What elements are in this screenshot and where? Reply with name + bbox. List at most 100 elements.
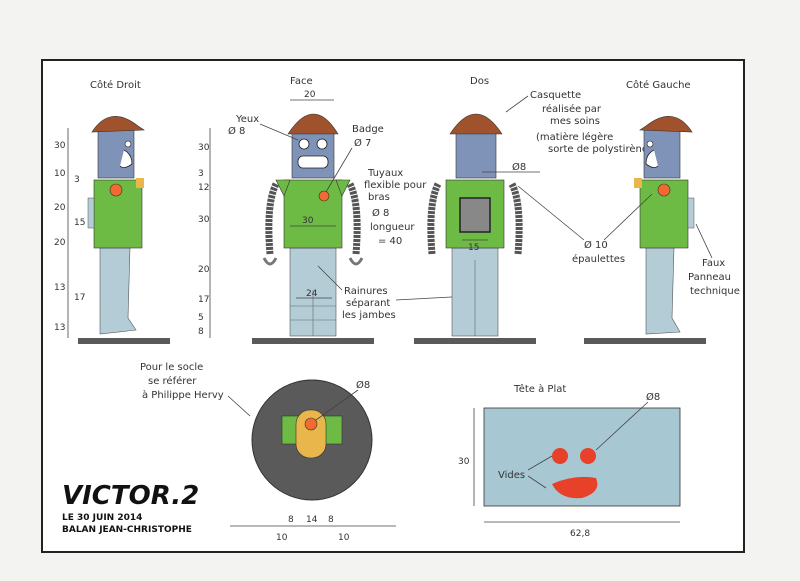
note-badge-1: Badge <box>352 124 384 135</box>
badge-edge-right <box>136 178 144 188</box>
note-pipes-4: Ø 8 <box>372 207 389 219</box>
back-panel <box>459 197 491 233</box>
dim-front-0: 30 <box>198 143 210 153</box>
note-base-1: Pour le socle <box>140 362 203 373</box>
mouth-left <box>645 149 659 168</box>
note-cap-4: (matière légère <box>536 131 613 143</box>
dim-bottom-2: 8 <box>328 515 334 525</box>
note-grooves-1: Rainures <box>344 286 388 297</box>
eye-left-flat <box>552 448 568 464</box>
view-title-flat-head: Tête à Plat <box>513 383 566 395</box>
head-front <box>291 129 335 179</box>
left-side-view: Côté Gauche Ø 10 épaulettes Faux Panneau… <box>517 79 740 344</box>
dim-face-width: 20 <box>304 90 316 100</box>
dim-head-width: 62,8 <box>570 529 590 539</box>
top-view: Pour le socle se référer à Philippe Herv… <box>140 362 396 543</box>
cap-back <box>449 113 503 135</box>
dim-legs-width: 24 <box>306 289 318 299</box>
dim-bottom-3: 10 <box>276 533 288 543</box>
base-left <box>584 338 706 344</box>
shoulder-right <box>109 183 123 197</box>
note-shoulders-2: épaulettes <box>572 253 625 265</box>
note-cap-5: sorte de polystirène) <box>548 143 652 155</box>
note-cap-2: réalisée par <box>542 103 602 115</box>
note-cap-3: mes soins <box>550 116 600 127</box>
head-top <box>295 409 327 459</box>
mouth-front <box>297 155 329 169</box>
dim-bottom-0: 8 <box>288 515 294 525</box>
dim-side-7: 17 <box>74 293 85 303</box>
panel-left <box>687 197 695 229</box>
badge-top <box>304 417 318 431</box>
dim-side-8: 13 <box>54 323 65 333</box>
note-pipes-2: flexible pour <box>364 180 427 191</box>
cap-left <box>639 116 693 133</box>
dim-side-2: 3 <box>74 175 80 185</box>
dim-side-6: 13 <box>54 283 65 293</box>
note-panel-1: Faux <box>702 258 725 269</box>
dim-front-4: 20 <box>198 265 210 275</box>
note-eyes-2: Ø 8 <box>228 125 245 137</box>
view-title-front: Face <box>290 76 313 87</box>
panel-right <box>87 197 95 229</box>
back-view: Dos 15 Ø8 Casquette réalisée par mes soi… <box>414 76 652 344</box>
arm-left-front <box>265 182 280 255</box>
dim-front-5: 17 <box>198 295 209 305</box>
front-view: Face 20 24 30 30 3 12 30 20 17 5 8 Yeux … <box>198 76 471 344</box>
mouth-right <box>119 149 133 168</box>
dim-front-2: 12 <box>198 183 209 193</box>
cap-front <box>287 113 339 135</box>
note-pipes-5: longueur <box>370 222 415 233</box>
right-side-view: Côté Droit 30 10 3 20 15 20 13 17 13 <box>54 79 170 344</box>
dim-back-width: 15 <box>468 243 479 253</box>
view-title-right: Côté Droit <box>90 79 141 91</box>
arm-left-back <box>427 182 442 255</box>
dim-side-3: 20 <box>54 203 66 213</box>
dim-side-0: 30 <box>54 141 66 151</box>
note-grooves-2: séparant <box>346 297 390 309</box>
dim-side-1: 10 <box>54 169 66 179</box>
eye-right <box>124 140 132 148</box>
note-shoulders-1: Ø 10 <box>584 239 608 251</box>
mouth-flat <box>552 476 598 499</box>
drawing-date: LE 30 JUIN 2014 <box>62 513 142 523</box>
base-back <box>414 338 536 344</box>
base-front <box>252 338 374 344</box>
note-dia8-back: Ø8 <box>512 161 526 173</box>
view-title-back: Dos <box>470 76 489 87</box>
dim-front-3: 30 <box>198 215 210 225</box>
drawing-author: BALAN JEAN-CHRISTOPHE <box>62 525 192 535</box>
dim-side-5: 20 <box>54 238 66 248</box>
eye-right-flat <box>580 448 596 464</box>
note-pipes-1: Tuyaux <box>367 168 403 179</box>
dim-front-6: 5 <box>198 313 204 323</box>
shoulder-left <box>657 183 671 197</box>
flat-head-view: Tête à Plat Ø8 Vides 30 62,8 <box>458 383 681 539</box>
note-eyes-1: Yeux <box>235 114 259 125</box>
note-cap-1: Casquette <box>530 90 581 101</box>
dim-side-4: 15 <box>74 218 85 228</box>
note-panel-2: Panneau <box>688 272 731 283</box>
arm-right-front <box>346 182 361 255</box>
dim-front-1: 3 <box>198 169 204 179</box>
note-pipes-6: = 40 <box>378 236 402 247</box>
note-base-3: à Philippe Hervy <box>142 389 224 401</box>
dim-bottom-4: 10 <box>338 533 350 543</box>
drawing-title: VICTOR.2 <box>62 481 199 511</box>
note-panel-3: technique <box>690 286 740 297</box>
eye-right-front <box>316 138 328 150</box>
note-dia8-top: Ø8 <box>356 379 370 391</box>
badge-front <box>318 190 330 202</box>
note-holes: Vides <box>498 470 525 481</box>
dim-head-height: 30 <box>458 457 470 467</box>
cap-right <box>91 116 145 133</box>
dim-front-7: 8 <box>198 327 204 337</box>
title-block: VICTOR.2 LE 30 JUIN 2014 BALAN JEAN-CHRI… <box>62 481 199 535</box>
torso-front <box>283 179 343 249</box>
arm-right-back <box>508 182 523 255</box>
note-dia8-head: Ø8 <box>646 391 660 403</box>
view-title-left: Côté Gauche <box>626 79 691 91</box>
head-back <box>455 129 497 179</box>
